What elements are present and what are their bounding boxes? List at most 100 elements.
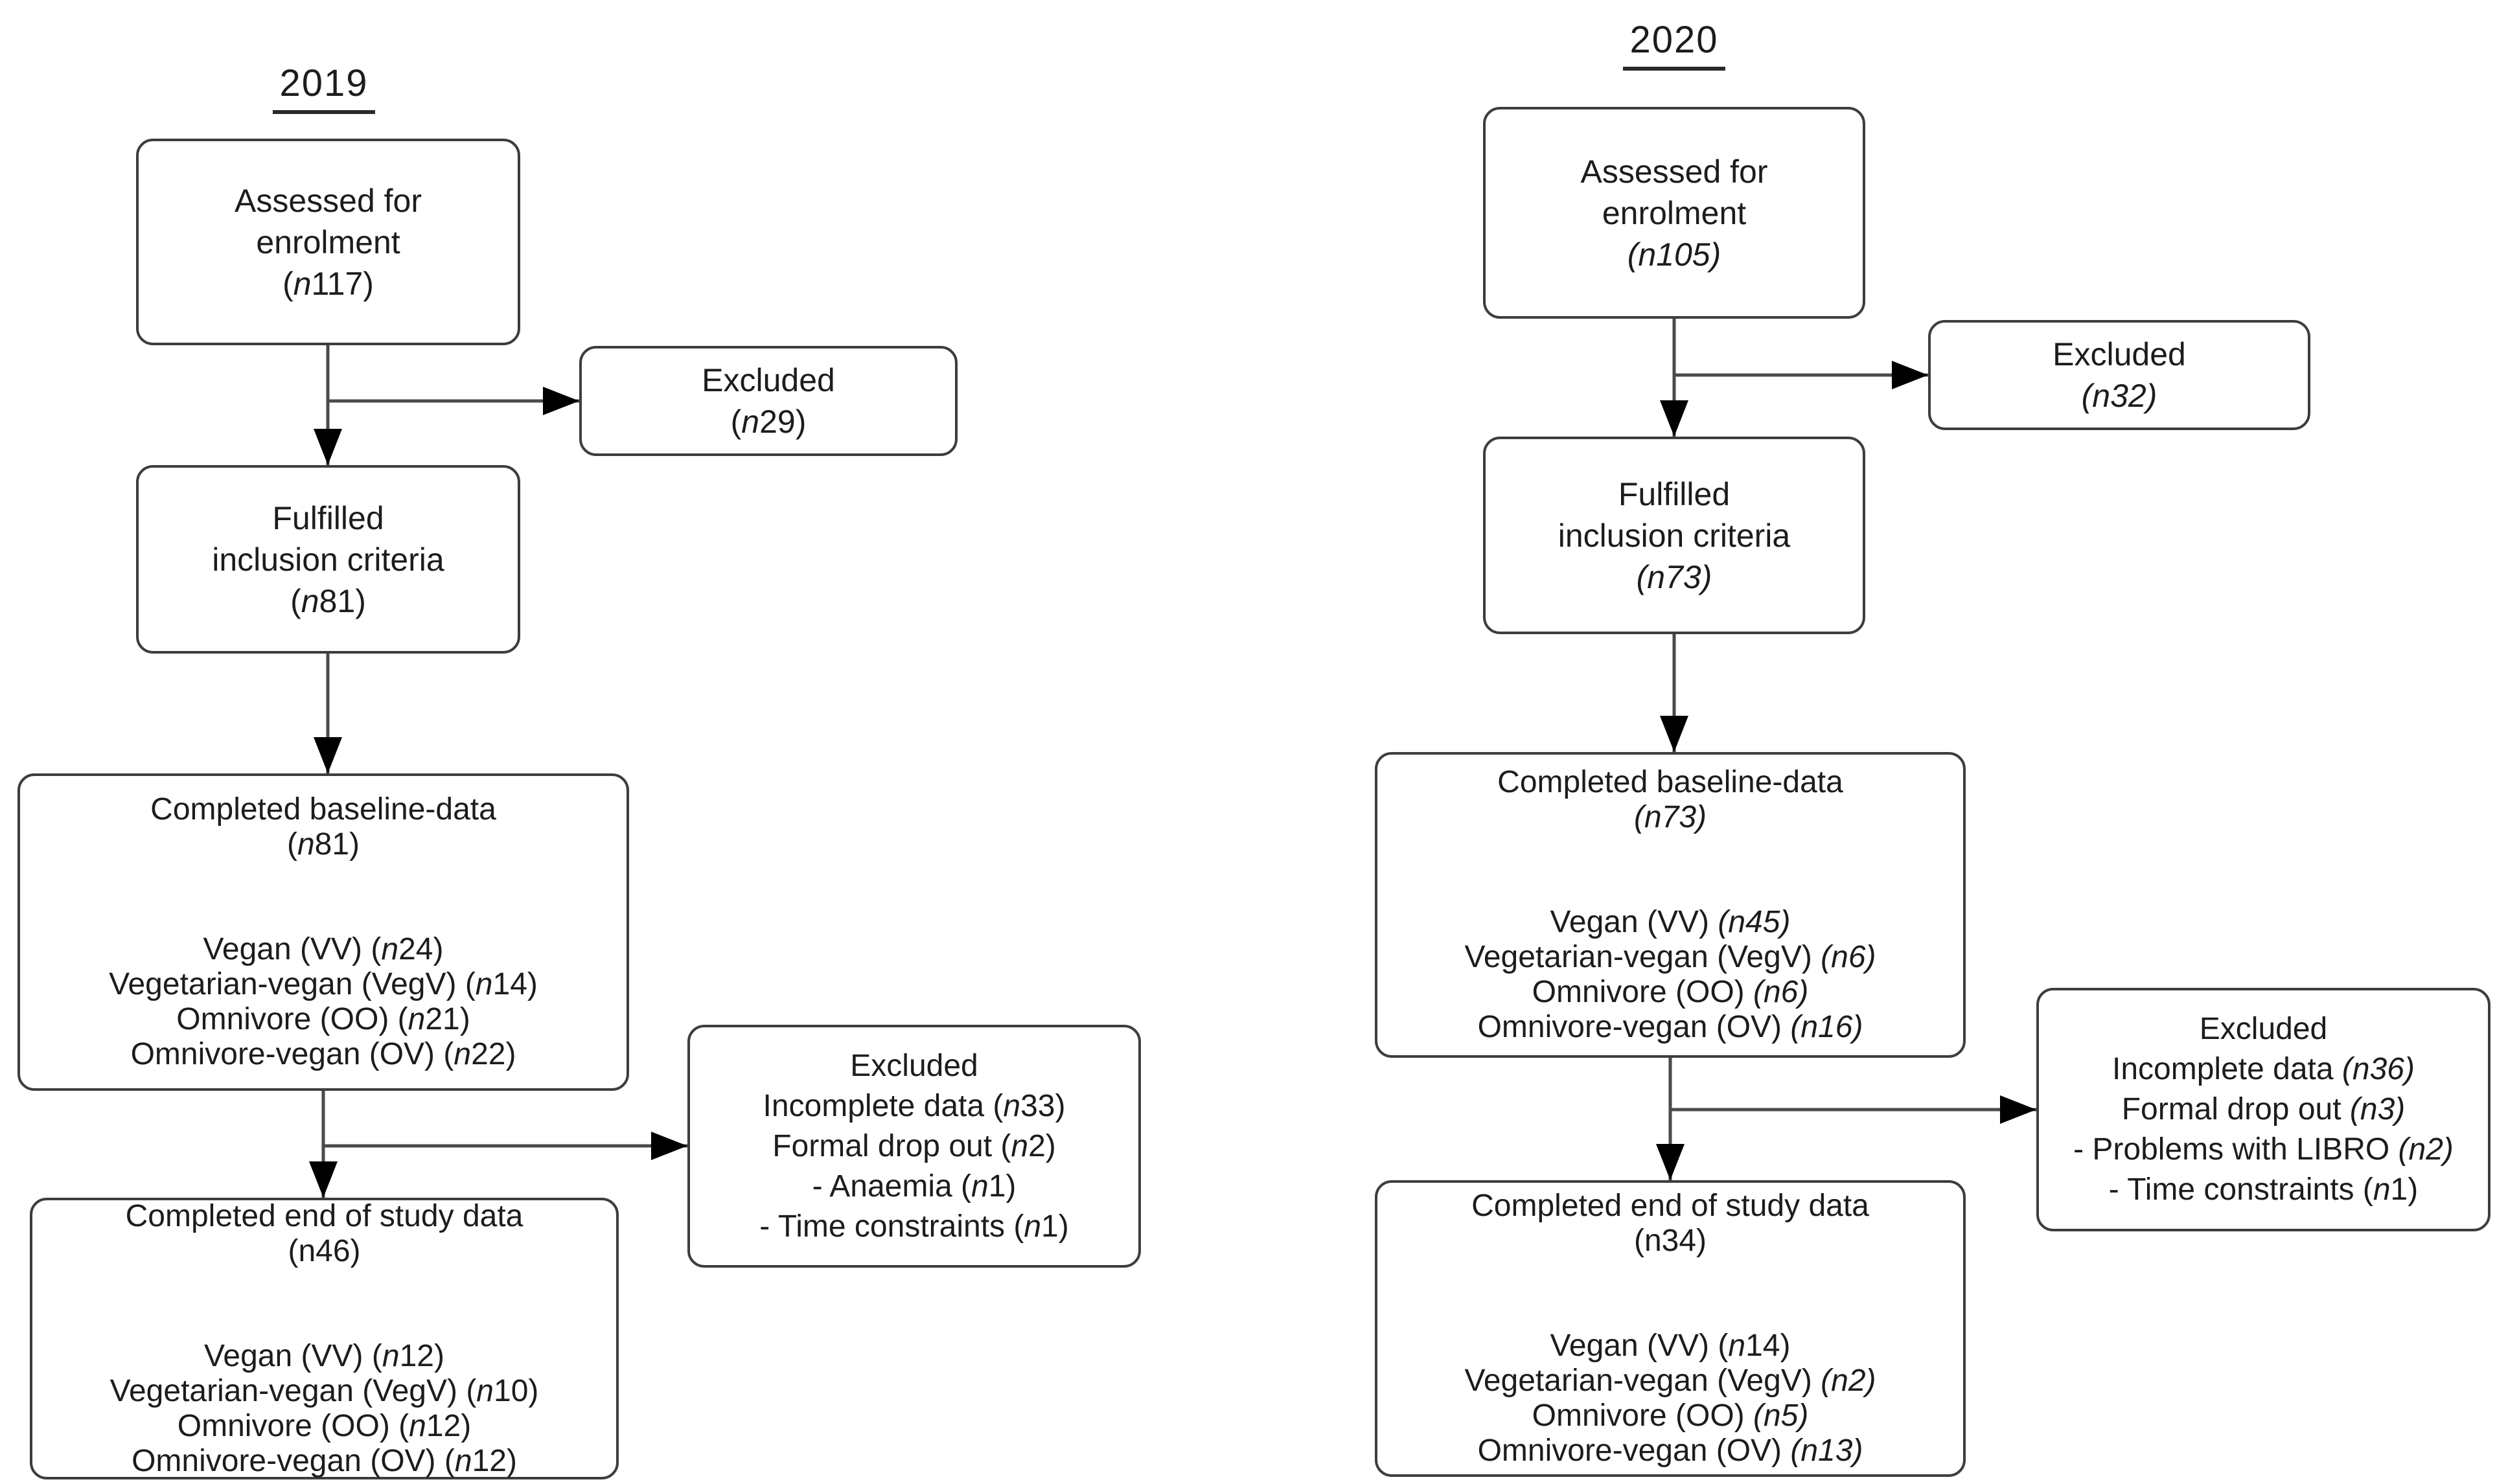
box-text-line: (n32) bbox=[2082, 375, 2157, 417]
box-text-line: (n105) bbox=[1628, 234, 1721, 275]
box-text-line: - Problems with LIBRO (n2) bbox=[2073, 1130, 2454, 1170]
box-text-line: inclusion criteria bbox=[1558, 515, 1790, 556]
box-text-line: - Time constraints (n1) bbox=[759, 1207, 1068, 1247]
box-text-segment: ( bbox=[730, 404, 742, 440]
year-title-2019-text: 2019 bbox=[273, 62, 375, 114]
box-text-segment-italic: (n32) bbox=[2081, 378, 2157, 414]
box-text-segment-italic: (n73) bbox=[1636, 558, 1712, 595]
box-2020-assessed-for-enrolment: Assessed for enrolment (n105) bbox=[1483, 107, 1865, 319]
box-text-segment: 1) bbox=[2390, 1172, 2419, 1207]
box-text-line: (n81) bbox=[290, 580, 366, 622]
box-text-segment: - Time constraints ( bbox=[759, 1209, 1024, 1244]
box-text-segment-italic: n bbox=[293, 265, 312, 302]
box-text-segment-italic: (n16) bbox=[1790, 1010, 1863, 1044]
box-2019-completed-baseline-data: Completed baseline-data(n81) Vegan (VV) … bbox=[17, 773, 629, 1091]
box-text-line: Vegetarian-vegan (VegV) (n6) bbox=[1464, 940, 1876, 975]
box-text-line bbox=[319, 862, 327, 897]
box-text-segment-italic: (n6) bbox=[1753, 975, 1809, 1009]
box-text-segment: Excluded bbox=[2199, 1012, 2328, 1046]
box-text-segment: enrolment bbox=[1602, 194, 1747, 231]
box-text-line: enrolment bbox=[256, 222, 400, 263]
box-text-line: Completed end of study data bbox=[1471, 1189, 1869, 1224]
box-text-line: Vegetarian-vegan (VegV) (n14) bbox=[109, 967, 538, 1002]
box-text-line bbox=[1666, 870, 1674, 905]
box-text-line: (n34) bbox=[1634, 1224, 1707, 1259]
box-text-line: Omnivore (OO) (n5) bbox=[1532, 1398, 1809, 1433]
box-text-segment: Omnivore (OO) ( bbox=[177, 1408, 409, 1443]
box-text-segment-italic: (n105) bbox=[1627, 236, 1721, 273]
box-text-line: Vegetarian-vegan (VegV) (n2) bbox=[1464, 1364, 1876, 1398]
box-text-segment-italic: n bbox=[454, 1443, 472, 1478]
box-text-line: (n29) bbox=[731, 401, 807, 442]
box-text-line: Fulfilled bbox=[1618, 474, 1730, 515]
box-text-segment: Completed end of study data bbox=[125, 1198, 523, 1233]
box-text-line bbox=[1666, 1294, 1674, 1329]
box-text-segment-italic: n bbox=[1003, 1088, 1021, 1123]
box-text-segment: Omnivore-vegan (OV) ( bbox=[130, 1037, 454, 1071]
box-text-segment-italic: n bbox=[297, 827, 315, 862]
box-text-line: (n73) bbox=[1634, 800, 1707, 835]
box-text-line: Excluded bbox=[850, 1046, 978, 1086]
box-2020-completed-baseline-data: Completed baseline-data(n73) Vegan (VV) … bbox=[1375, 752, 1966, 1058]
box-text-segment: Completed baseline-data bbox=[150, 792, 496, 827]
box-text-segment: inclusion criteria bbox=[1558, 517, 1791, 554]
box-text-line: enrolment bbox=[1602, 192, 1746, 234]
box-text-line: Assessed for bbox=[235, 180, 422, 222]
box-text-line: - Anaemia (n1) bbox=[812, 1167, 1017, 1207]
box-text-segment: 1) bbox=[988, 1169, 1017, 1204]
box-text-segment: ( bbox=[282, 265, 293, 302]
box-text-line bbox=[1666, 835, 1674, 870]
box-text-segment: ( bbox=[286, 827, 297, 862]
box-text-line: (n81) bbox=[287, 827, 360, 862]
box-text-line: Omnivore (OO) (n6) bbox=[1532, 975, 1809, 1010]
box-text-segment: Completed baseline-data bbox=[1497, 765, 1843, 799]
box-text-line: Excluded bbox=[702, 360, 835, 401]
box-text-segment-italic: n bbox=[382, 1338, 400, 1373]
box-text-line: Omnivore-vegan (OV) (n22) bbox=[131, 1037, 516, 1072]
box-text-line: Completed baseline-data bbox=[1497, 765, 1843, 800]
box-text-segment: Excluded bbox=[2053, 336, 2186, 372]
box-text-segment: Vegetarian-vegan (VegV) ( bbox=[109, 1373, 477, 1408]
box-text-segment: - Anaemia ( bbox=[812, 1169, 972, 1204]
box-text-line: Omnivore-vegan (OV) (n16) bbox=[1478, 1010, 1863, 1045]
box-text-segment: Formal drop out ( bbox=[772, 1128, 1011, 1163]
box-text-segment: 24) bbox=[398, 932, 444, 966]
box-text-segment-italic: n bbox=[381, 932, 399, 966]
box-text-segment-italic: (n3) bbox=[2349, 1092, 2406, 1126]
box-text-segment: - Time constraints ( bbox=[2108, 1172, 2373, 1207]
box-text-segment: Assessed for bbox=[1580, 153, 1768, 190]
year-title-2019: 2019 bbox=[194, 62, 454, 114]
box-text-segment: 12) bbox=[399, 1338, 444, 1373]
box-text-segment: inclusion criteria bbox=[212, 541, 444, 578]
year-title-2020: 2020 bbox=[1545, 18, 1804, 71]
box-text-segment: ( bbox=[290, 582, 301, 619]
box-text-segment: 117) bbox=[311, 265, 374, 302]
box-text-segment: Incomplete data ( bbox=[763, 1088, 1004, 1123]
box-text-segment: Excluded bbox=[850, 1048, 978, 1083]
box-text-segment: Fulfilled bbox=[272, 499, 384, 536]
box-text-segment-italic: (n73) bbox=[1633, 800, 1707, 834]
box-text-line bbox=[319, 897, 327, 932]
box-text-segment-italic: n bbox=[971, 1169, 989, 1204]
box-text-line: Omnivore-vegan (OV) (n12) bbox=[132, 1444, 517, 1479]
box-text-segment: Omnivore (OO) bbox=[1532, 1398, 1753, 1433]
box-text-segment: Assessed for bbox=[234, 182, 422, 219]
box-text-segment-italic: n bbox=[1011, 1128, 1029, 1163]
box-text-line: Excluded bbox=[2200, 1009, 2327, 1049]
box-text-line: Vegan (VV) (n12) bbox=[204, 1339, 444, 1374]
box-text-line: Assessed for bbox=[1580, 151, 1767, 192]
box-text-line: Fulfilled bbox=[272, 497, 384, 539]
box-text-segment: 2) bbox=[1028, 1128, 1056, 1163]
box-text-segment-italic: n bbox=[409, 1408, 426, 1443]
box-text-line: Excluded bbox=[2053, 334, 2186, 375]
box-text-segment-italic: (n2) bbox=[2398, 1132, 2454, 1167]
box-text-segment: Completed end of study data bbox=[1471, 1189, 1869, 1223]
box-text-line bbox=[320, 1269, 328, 1304]
box-text-segment: 12) bbox=[472, 1443, 517, 1478]
box-2019-fulfilled-inclusion-criteria: Fulfilled inclusion criteria(n81) bbox=[136, 465, 520, 654]
box-text-segment: Omnivore (OO) bbox=[1532, 975, 1753, 1009]
box-text-line: Omnivore (OO) (n21) bbox=[176, 1002, 470, 1037]
